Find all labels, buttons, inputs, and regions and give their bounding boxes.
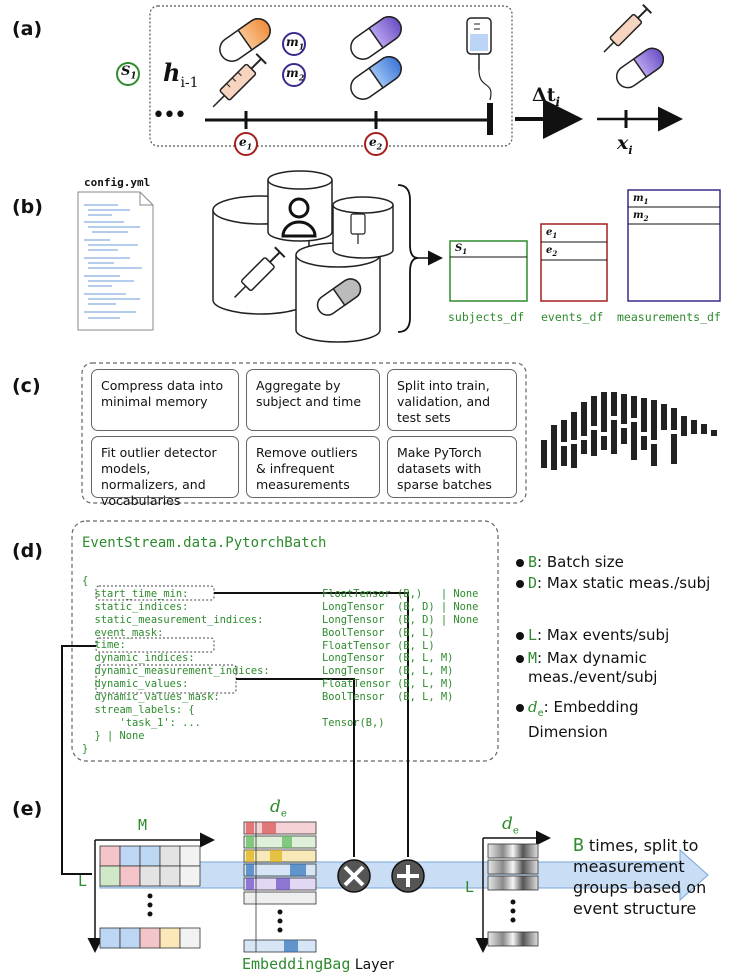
measurement-m2-label: m2 [286, 66, 305, 83]
panel-label-d: (d) [12, 540, 43, 562]
event-e2-label: e2 [369, 135, 383, 152]
iv-bag-icon [466, 17, 492, 101]
panel-label-e: (e) [12, 798, 43, 820]
panel-label-b: (b) [12, 196, 43, 218]
df-m2-label: m2 [633, 210, 649, 223]
pill-icon [316, 278, 362, 316]
legend-de: de: Embedding Dimension [528, 698, 639, 741]
code-fields: { start_time_min: static_indices: static… [82, 574, 270, 755]
pill-icon [350, 56, 402, 100]
step-remove-outliers: Remove outliers & infrequent measurement… [246, 436, 380, 498]
x-i-label: xi [617, 132, 633, 157]
syringe-icon [603, 3, 653, 53]
pill-icon [350, 16, 402, 60]
panel-label-a: (a) [12, 18, 43, 40]
step-split: Split into train, validation, and test s… [387, 369, 517, 431]
legend-d: D: Max static meas./subj [528, 574, 711, 592]
de-label-embedding: de [270, 797, 287, 820]
step-make-datasets: Make PyTorch datasets with sparse batche… [387, 436, 517, 498]
iv-bag-icon [350, 213, 366, 244]
panel-a-graphic [116, 3, 683, 156]
panel-d-graphic [61, 520, 524, 875]
syringe-icon [234, 246, 286, 298]
legend-l: L: Max events/subj [528, 626, 670, 644]
syringe-icon [212, 53, 267, 108]
delta-t-label: Δti [532, 84, 561, 109]
step-compress: Compress data into minimal memory [91, 369, 239, 431]
measurements-df-label: measurements_df [617, 310, 721, 324]
panel-label-c: (c) [12, 375, 41, 397]
polars-bear-logo [541, 392, 717, 470]
axis-l-output-label: L [465, 878, 475, 896]
person-icon [281, 197, 317, 238]
df-m1-label: m1 [633, 193, 649, 206]
ellipsis: ••• [152, 103, 187, 128]
panel-e-graphic [87, 821, 709, 953]
add-operator-icon [391, 859, 425, 893]
axis-l-label: L [78, 872, 88, 890]
df-e1-label: e1 [546, 227, 558, 240]
multiply-operator-icon [337, 859, 371, 893]
measurement-m1-label: m1 [286, 35, 305, 52]
events-df-label: events_df [541, 310, 604, 324]
result-description: B times, split to measurement groups bas… [573, 835, 707, 918]
history-label: hi-1 [163, 58, 199, 91]
step-aggregate: Aggregate by subject and time [246, 369, 380, 431]
panel-c-graphic [81, 362, 717, 504]
class-name: EventStream.data.PytorchBatch [82, 535, 327, 551]
de-label-output: de [502, 814, 519, 837]
axis-m-label: M [138, 816, 148, 834]
event-e1-label: e1 [239, 135, 253, 152]
embedding-bag-label: EmbeddingBag Layer [242, 955, 394, 973]
legend-m: M: Max dynamic meas./event/subj [528, 649, 658, 686]
df-e2-label: e2 [546, 245, 558, 258]
subject-label: S1 [121, 64, 137, 82]
config-file-label: config.yml [84, 176, 151, 189]
legend-b: B: Batch size [528, 553, 624, 571]
step-fit-preprocessors: Fit outlier detector models, normalizers… [91, 436, 239, 508]
pill-icon [615, 47, 665, 89]
panel-b-graphic [77, 170, 721, 343]
df-s1-label: S1 [455, 243, 468, 256]
subjects-df-label: subjects_df [448, 310, 525, 324]
pill-icon [219, 18, 271, 62]
